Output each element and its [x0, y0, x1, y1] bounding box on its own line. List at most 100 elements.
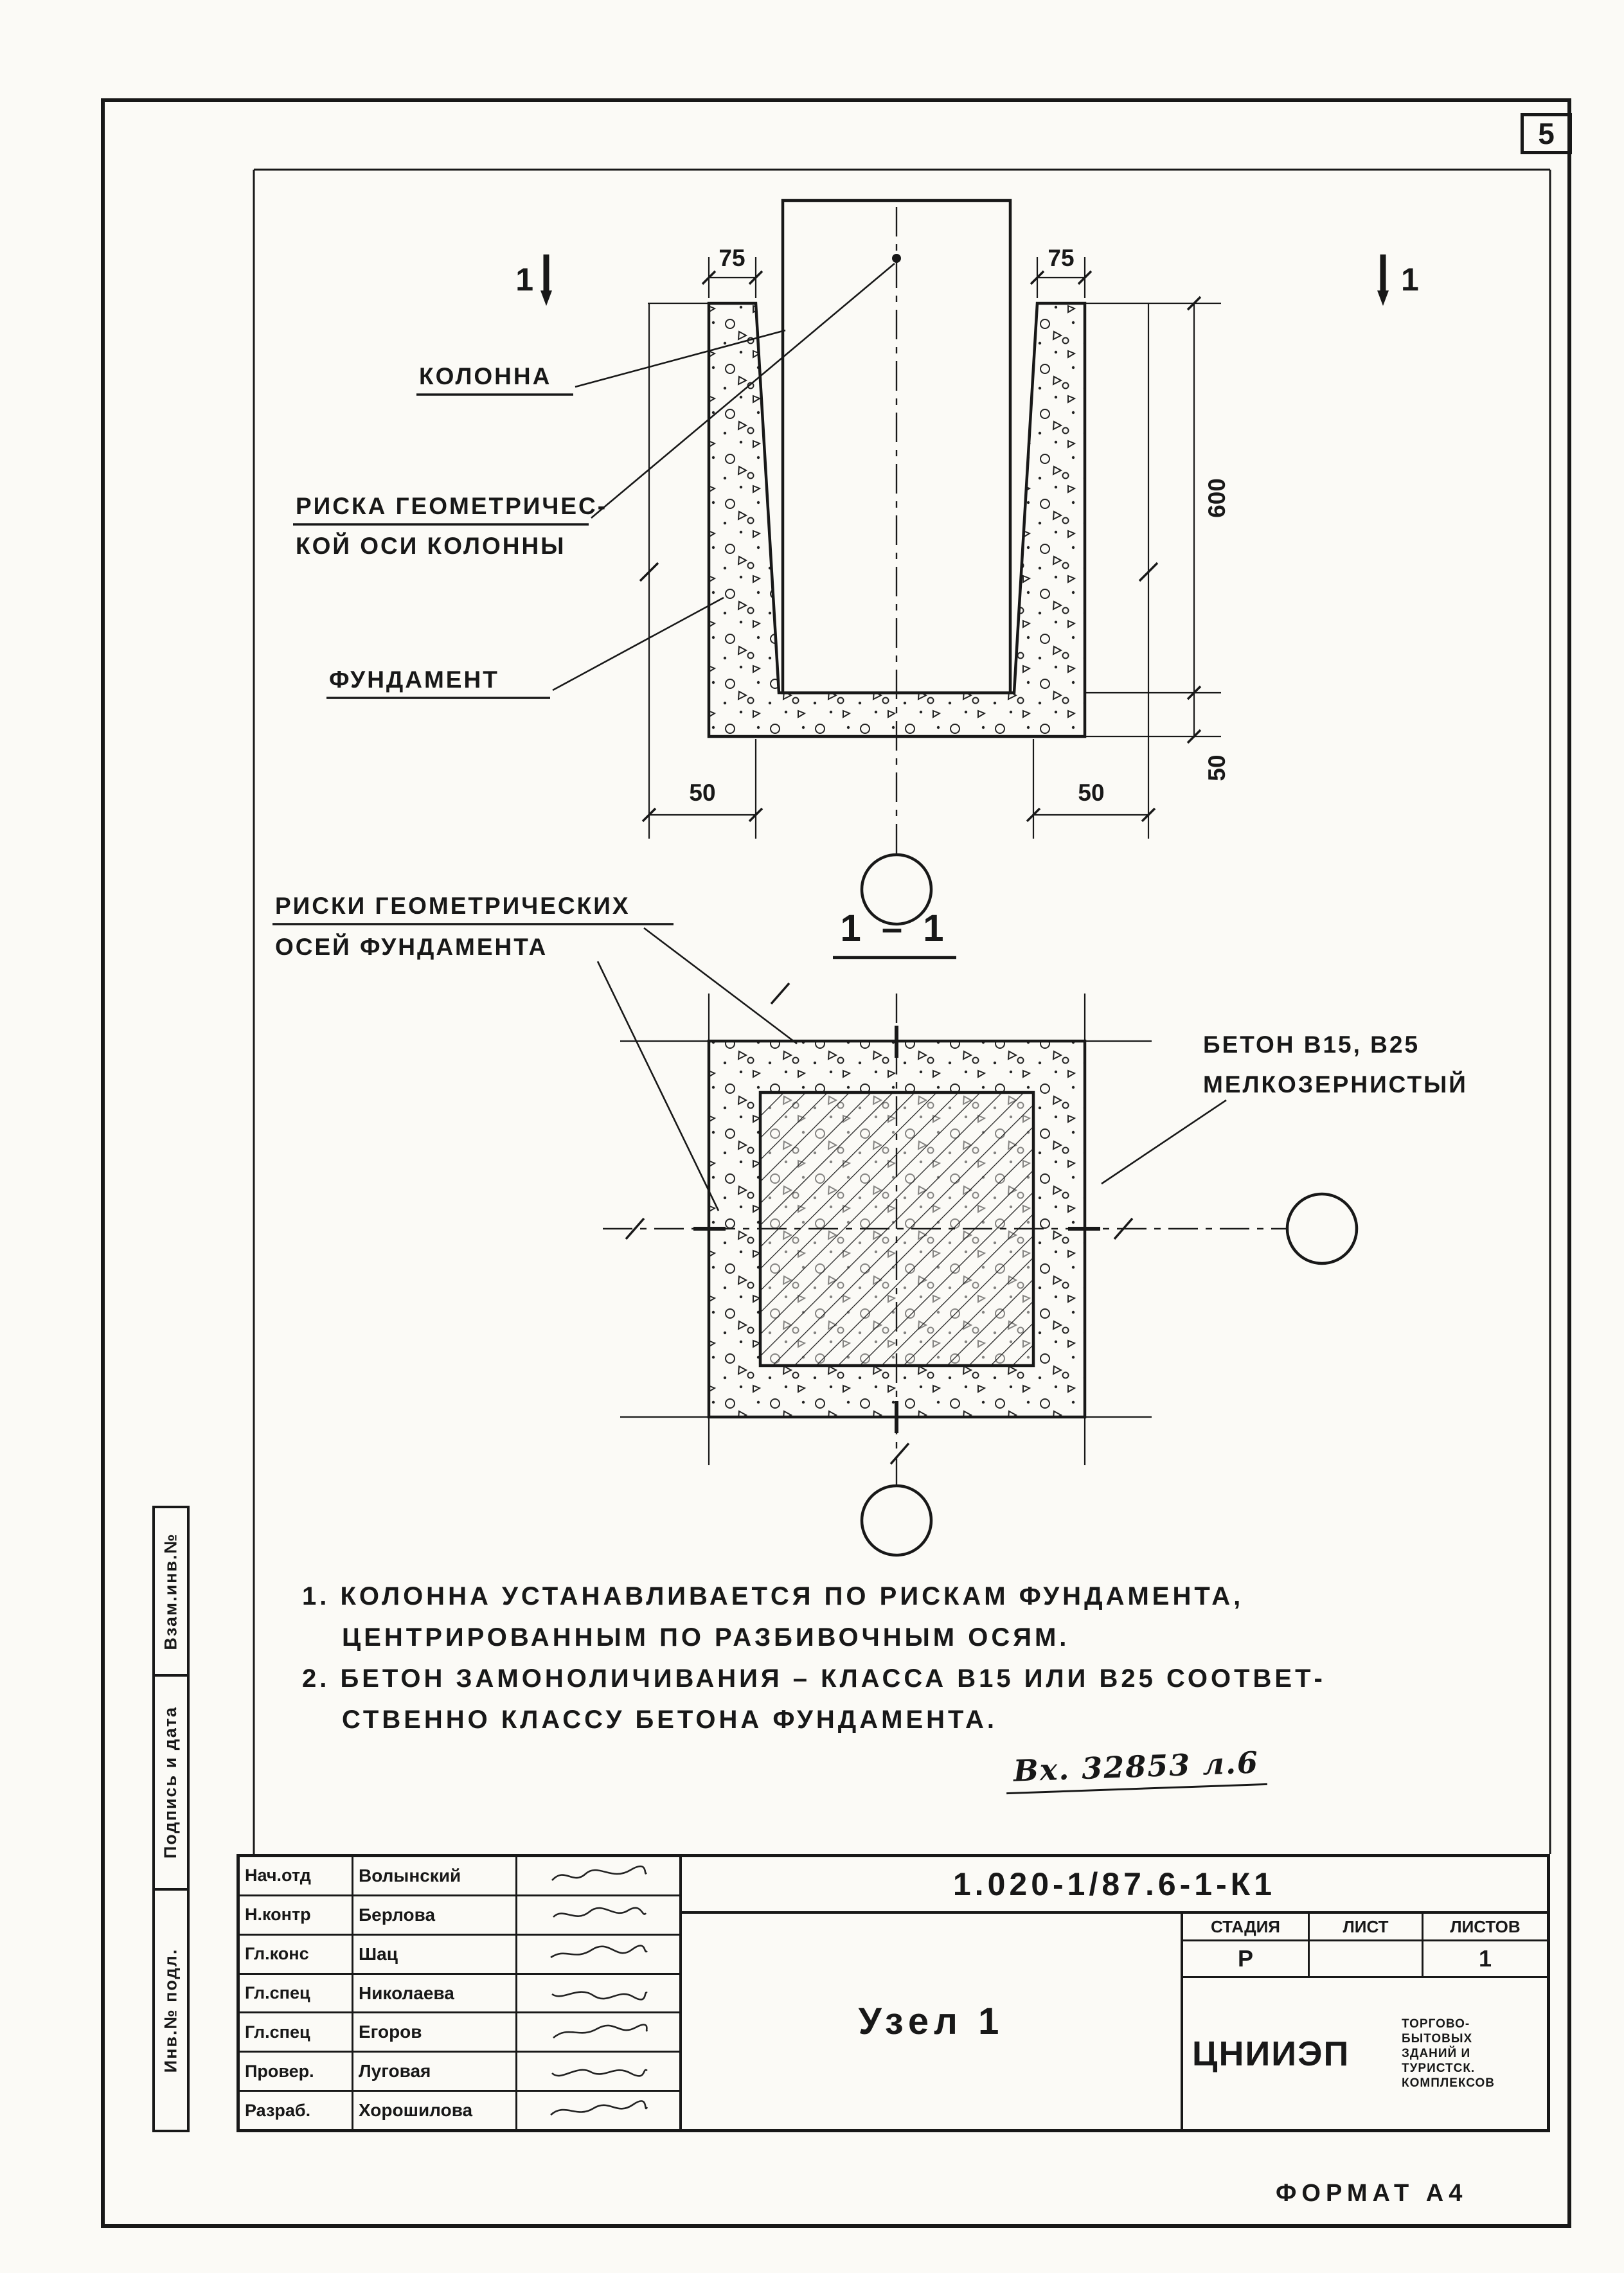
cut-mark-right: 1 — [1377, 254, 1419, 306]
label-concrete-1: БЕТОН В15, В25 — [1203, 1031, 1420, 1058]
leader-column — [575, 329, 786, 388]
signature-scribble — [553, 1907, 647, 1918]
role-cell: Гл.конс — [240, 1935, 353, 1973]
break-marks-section — [639, 562, 1159, 582]
cut-mark-left-label: 1 — [515, 262, 533, 298]
role-cell: Н.контр — [240, 1896, 353, 1934]
sheet-frame — [101, 98, 1571, 2228]
leader-concrete — [1101, 1099, 1227, 1185]
note-line-4: СТВЕННО КЛАССУ БЕТОНА ФУНДАМЕНТА. — [342, 1706, 997, 1734]
axis-mark-dot — [892, 254, 901, 263]
dimension-ticks — [641, 270, 1202, 823]
break-marks-plan — [625, 982, 1134, 1465]
signature-scribble — [551, 2069, 648, 2077]
signature-cell — [517, 2092, 679, 2129]
cut-mark-right-label: 1 — [1401, 262, 1419, 298]
cut-mark-left: 1 — [515, 254, 552, 306]
note-line-2: ЦЕНТРИРОВАННЫМ ПО РАЗБИВОЧНЫМ ОСЯМ. — [342, 1623, 1070, 1652]
role-cell: Гл.спец — [240, 1974, 353, 2012]
leader-foundation — [552, 596, 724, 691]
signature-scribble — [551, 1865, 648, 1881]
leader-plan-axes-1 — [643, 927, 798, 1045]
dim-600: 600 — [1204, 478, 1230, 518]
axis-bubble-bottom-section — [860, 853, 933, 926]
stage-value-row: Р 1 — [1183, 1941, 1547, 1978]
table-row: Разраб. Хорошилова — [240, 2092, 679, 2130]
strip-cell-vzam-inv: Взам.инв.№ — [152, 1506, 190, 1677]
signature-scribble — [550, 2100, 648, 2116]
organization-name: ЦНИИЭП — [1192, 2034, 1350, 2073]
strip-label: Инв.№ подл. — [161, 1948, 181, 2072]
organization-cell: ЦНИИЭП ТОРГОВО- БЫТОВЫХ ЗДАНИЙ И ТУРИСТС… — [1183, 1978, 1547, 2129]
strip-label: Подпись и дата — [161, 1706, 181, 1859]
leader-axis-mark — [591, 263, 895, 519]
signature-cell — [517, 2053, 679, 2090]
label-foundation: ФУНДАМЕНТ — [329, 666, 499, 693]
document-number: 1.020-1/87.6-1-К1 — [682, 1857, 1547, 1914]
section-view: 75 75 600 50 50 50 1 1 КОЛОННА РИСКА ГЕО… — [293, 199, 1419, 926]
name-cell: Луговая — [353, 2053, 517, 2090]
signature-scribble — [551, 1990, 648, 2001]
label-column: КОЛОННА — [419, 363, 551, 389]
label-plan-axes-1: РИСКИ ГЕОМЕТРИЧЕСКИХ — [275, 893, 630, 919]
signature-table: Нач.отд Волынский Н.контр Берлова Гл.кон… — [240, 1857, 682, 2130]
plan-title: 1 – 1 — [841, 907, 949, 949]
foundation-shape — [707, 301, 1087, 738]
label-concrete-2: МЕЛКОЗЕРНИСТЫЙ — [1203, 1071, 1468, 1098]
label-axis-mark-2: КОЙ ОСИ КОЛОННЫ — [296, 532, 566, 559]
name-cell: Волынский — [353, 1857, 517, 1894]
dim-75-right: 75 — [1048, 245, 1074, 271]
label-plan-axes-2: ОСЕЙ ФУНДАМЕНТА — [275, 933, 548, 960]
leader-plan-axes-2 — [596, 961, 720, 1211]
table-row: Нач.отд Волынский — [240, 1857, 679, 1896]
name-cell: Берлова — [353, 1896, 517, 1934]
axis-bubble-bottom — [860, 1484, 933, 1557]
format-note: ФОРМАТ А4 — [1276, 2180, 1468, 2207]
table-row: Гл.спец Егоров — [240, 2013, 679, 2053]
node-title: Узел 1 — [682, 1914, 1183, 2129]
dim-75-left: 75 — [718, 245, 745, 271]
sheets-value: 1 — [1478, 1945, 1492, 1972]
signature-cell — [517, 1896, 679, 1934]
organization-detail: ТОРГОВО- БЫТОВЫХ ЗДАНИЙ И ТУРИСТСК. КОМП… — [1402, 2017, 1495, 2090]
signature-cell — [517, 1857, 679, 1894]
title-block-right: СТАДИЯ ЛИСТ ЛИСТОВ Р 1 ЦНИИЭП ТОРГОВО- Б… — [1183, 1914, 1547, 2129]
axis-bubble-right — [1285, 1192, 1359, 1265]
note-line-3: 2. БЕТОН ЗАМОНОЛИЧИВАНИЯ – КЛАССА В15 ИЛ… — [302, 1664, 1326, 1693]
stage-value: Р — [1183, 1941, 1310, 1976]
sheet-number: 5 — [1538, 117, 1555, 150]
signature-cell — [517, 1936, 679, 1973]
title-block: Нач.отд Волынский Н.контр Берлова Гл.кон… — [236, 1854, 1550, 2132]
signature-scribble — [553, 2024, 648, 2039]
label-axis-mark-1: РИСКА ГЕОМЕТРИЧЕС- — [296, 493, 607, 519]
title-block-main: 1.020-1/87.6-1-К1 Узел 1 СТАДИЯ ЛИСТ ЛИС… — [682, 1857, 1547, 2129]
name-cell: Егоров — [353, 2013, 517, 2051]
table-row: Гл.спец Николаева — [240, 1974, 679, 2014]
name-cell: Хорошилова — [353, 2092, 517, 2130]
extension-lines-plan — [620, 994, 1152, 1465]
strip-label: Взам.инв.№ — [161, 1532, 181, 1650]
table-row: Провер. Луговая — [240, 2053, 679, 2092]
role-cell: Нач.отд — [240, 1857, 353, 1894]
dim-50-bottom-right: 50 — [1078, 780, 1104, 806]
role-cell: Гл.спец — [240, 2013, 353, 2051]
table-row: Гл.конс Шац — [240, 1935, 679, 1975]
stage-header: СТАДИЯ — [1183, 1914, 1310, 1939]
signature-cell — [517, 1975, 679, 2012]
stage-header-row: СТАДИЯ ЛИСТ ЛИСТОВ — [1183, 1914, 1547, 1941]
role-cell: Провер. — [240, 2053, 353, 2090]
signature-scribble — [550, 1945, 648, 1958]
strip-cell-inv-podl: Инв.№ подл. — [152, 1888, 190, 2132]
notes: 1. КОЛОННА УСТАНАВЛИВАЕТСЯ ПО РИСКАМ ФУН… — [302, 1576, 1536, 1740]
sheet-header: ЛИСТ — [1310, 1914, 1423, 1939]
dim-50-bottom-left: 50 — [689, 780, 715, 806]
dim-50-slab: 50 — [1204, 754, 1230, 781]
plan-view: 1 – 1 РИСКИ ГЕОМЕТРИЧЕСКИХ ОСЕЙ ФУНДАМЕН… — [272, 893, 1468, 1557]
dimension-lines-section — [649, 276, 1195, 816]
strip-cell-podpis-data: Подпись и дата — [152, 1674, 190, 1891]
sheets-header: ЛИСТОВ — [1450, 1916, 1521, 1936]
role-cell: Разраб. — [240, 2092, 353, 2130]
sheet-value — [1310, 1941, 1423, 1976]
